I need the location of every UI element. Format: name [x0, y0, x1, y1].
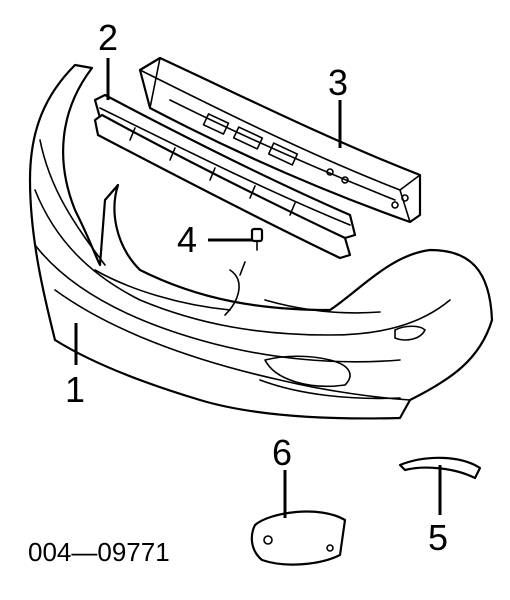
bumper-fascia	[28, 63, 494, 420]
callout-2: 2	[98, 17, 118, 58]
callout-4: 4	[177, 219, 197, 260]
reinforcement-beam	[138, 56, 422, 224]
drawing-code: 004—09771	[28, 537, 170, 567]
grille-strip	[93, 93, 357, 260]
callout-5: 5	[428, 517, 448, 558]
callout-3: 3	[328, 62, 348, 103]
callout-6: 6	[272, 432, 292, 473]
fastener-clip	[250, 227, 264, 251]
callout-1: 1	[65, 369, 85, 410]
tow-hook-cover	[250, 510, 347, 566]
